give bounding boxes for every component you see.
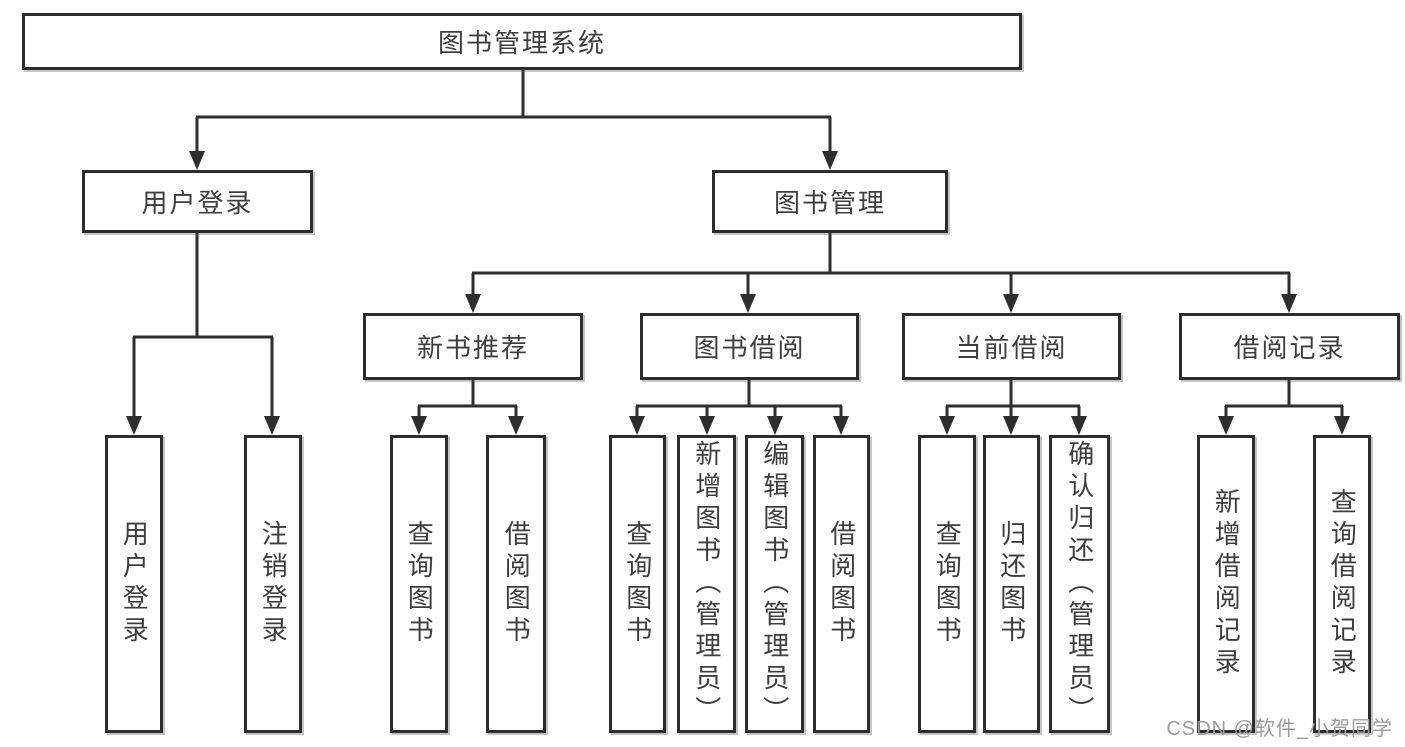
leaf-newbooks-query: 查询图书 (390, 435, 448, 733)
leaf-borrow-book-label: 借阅图书 (826, 520, 857, 648)
leaf-newbooks-query-label: 查询图书 (404, 520, 435, 648)
leaf-query-borrow-record: 查询借阅记录 (1313, 435, 1371, 733)
leaf-user-login-label: 用户登录 (119, 520, 150, 648)
leaf-return-book: 归还图书 (983, 435, 1040, 733)
leaf-borrow-query: 查询图书 (609, 435, 666, 733)
leaf-borrow-add-book-admin: 新增图书（管理员） (677, 435, 736, 733)
node-book-borrow: 图书借阅 (640, 313, 859, 380)
leaf-logout-label: 注销登录 (258, 520, 289, 648)
leaf-borrow-edit-book-admin-label: 编辑图书（管理员） (759, 440, 790, 728)
leaf-confirm-return-admin: 确认归还（管理员） (1049, 435, 1110, 733)
node-borrow-records-label: 借阅记录 (1233, 333, 1346, 363)
leaf-borrow-edit-book-admin: 编辑图书（管理员） (745, 435, 804, 733)
leaf-current-query: 查询图书 (918, 435, 976, 733)
node-new-book-recommend: 新书推荐 (363, 313, 583, 380)
leaf-borrow-book: 借阅图书 (813, 435, 870, 733)
leaf-newbooks-borrow: 借阅图书 (486, 435, 546, 733)
leaf-logout: 注销登录 (244, 435, 302, 733)
leaf-borrow-query-label: 查询图书 (622, 520, 653, 648)
leaf-confirm-return-admin-label: 确认归还（管理员） (1064, 440, 1095, 728)
node-user-login-label: 用户登录 (141, 188, 254, 218)
leaf-add-borrow-record: 新增借阅记录 (1197, 435, 1255, 733)
csdn-watermark: CSDN @软件_小贺同学 (1166, 718, 1393, 740)
node-borrow-records: 借阅记录 (1179, 313, 1400, 380)
leaf-user-login: 用户登录 (105, 435, 163, 733)
node-new-book-recommend-label: 新书推荐 (416, 333, 529, 363)
node-current-borrow: 当前借阅 (902, 313, 1121, 380)
leaf-return-book-label: 归还图书 (996, 520, 1027, 648)
leaf-add-borrow-record-label: 新增借阅记录 (1211, 488, 1242, 680)
node-current-borrow-label: 当前借阅 (955, 333, 1068, 363)
node-library-system: 图书管理系统 (22, 13, 1022, 70)
leaf-newbooks-borrow-label: 借阅图书 (501, 520, 532, 648)
node-book-management: 图书管理 (712, 170, 948, 233)
leaf-current-query-label: 查询图书 (932, 520, 963, 648)
leaf-borrow-add-book-admin-label: 新增图书（管理员） (691, 440, 722, 728)
connector-lines (132, 70, 1344, 421)
leaf-query-borrow-record-label: 查询借阅记录 (1327, 488, 1358, 680)
node-book-management-label: 图书管理 (773, 188, 886, 218)
node-book-borrow-label: 图书借阅 (693, 333, 806, 363)
node-library-system-label: 图书管理系统 (437, 28, 606, 58)
node-user-login: 用户登录 (82, 170, 313, 233)
